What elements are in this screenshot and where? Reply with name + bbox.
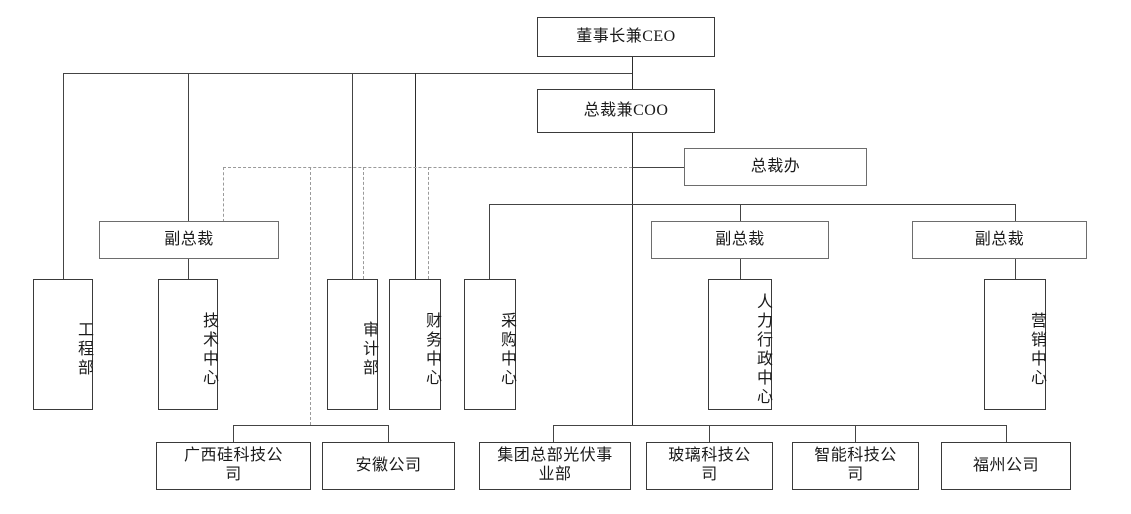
node-coo[interactable]: 总裁兼COO <box>537 89 715 133</box>
connector-bus-to-guangxi <box>233 425 234 442</box>
node-vp-sales-label: 副总裁 <box>974 230 1025 248</box>
node-pv-division[interactable]: 集团总部光伏事 业部 <box>479 442 631 490</box>
node-procurement-center[interactable]: 采购中心 <box>464 279 516 410</box>
connector-ceo-bus <box>63 73 633 74</box>
node-ceo-label: 董事长兼CEO <box>576 27 676 45</box>
node-tech-center[interactable]: 技术中心 <box>158 279 218 410</box>
node-vp-tech-label: 副总裁 <box>164 230 214 248</box>
node-fuzhou-company[interactable]: 福州公司 <box>941 442 1071 490</box>
node-smart-tech[interactable]: 智能科技公 司 <box>792 442 919 490</box>
node-vp-sales[interactable]: 副总裁 <box>912 221 1087 259</box>
node-vp-tech[interactable]: 副总裁 <box>99 221 279 259</box>
node-glass-tech-label: 玻璃科技公 司 <box>668 447 751 483</box>
dashed-connector-to-finance <box>428 167 429 279</box>
connector-bus-to-anhui <box>388 425 389 442</box>
node-hr-admin-center-label: 人力行政中心 <box>754 292 771 407</box>
node-pv-division-label: 集团总部光伏事 业部 <box>497 447 613 483</box>
connector-subsidiary-bus-right <box>553 425 1006 426</box>
connector-coo-to-president-office <box>632 167 684 168</box>
connector-bus-to-vp-hr <box>740 204 741 221</box>
connector-ceo-to-coo <box>632 73 633 89</box>
node-ceo[interactable]: 董事长兼CEO <box>537 17 715 57</box>
node-coo-label: 总裁兼COO <box>583 101 669 119</box>
node-procurement-center-label: 采购中心 <box>498 311 515 388</box>
connector-vp-tech-to-tech-center <box>188 258 189 279</box>
node-finance-center-label: 财务中心 <box>423 311 440 388</box>
node-hr-admin-center[interactable]: 人力行政中心 <box>708 279 772 410</box>
node-guangxi-silicon[interactable]: 广西硅科技公 司 <box>156 442 311 490</box>
node-engineering-dept-label: 工程部 <box>75 321 92 378</box>
node-anhui-company-label: 安徽公司 <box>355 456 422 474</box>
dashed-connector-to-vp-tech <box>223 167 224 222</box>
node-marketing-center-label: 营销中心 <box>1028 311 1045 388</box>
node-audit-dept-label: 审计部 <box>360 321 377 378</box>
node-glass-tech[interactable]: 玻璃科技公 司 <box>646 442 773 490</box>
dashed-connector-to-audit <box>363 167 364 279</box>
node-guangxi-silicon-label: 广西硅科技公 司 <box>183 447 283 483</box>
node-president-office-label: 总裁办 <box>750 157 801 175</box>
connector-coo-vp-bus <box>489 204 1016 205</box>
node-engineering-dept[interactable]: 工程部 <box>33 279 93 410</box>
connector-bus-to-pv-division <box>553 425 554 442</box>
connector-vp-sales-to-marketing <box>1015 258 1016 279</box>
connector-bus-to-vp-sales <box>1015 204 1016 221</box>
dashed-connector-bus <box>223 167 632 168</box>
node-vp-hr[interactable]: 副总裁 <box>651 221 829 259</box>
node-tech-center-label: 技术中心 <box>200 311 217 388</box>
connector-subsidiary-bus-left <box>233 425 389 426</box>
node-president-office[interactable]: 总裁办 <box>684 148 867 186</box>
dashed-connector-to-subsidiary-bus <box>310 167 311 425</box>
node-finance-center[interactable]: 财务中心 <box>389 279 441 410</box>
node-fuzhou-company-label: 福州公司 <box>972 456 1039 474</box>
node-anhui-company[interactable]: 安徽公司 <box>322 442 455 490</box>
connector-ceo-to-vp-tech <box>188 73 189 221</box>
connector-ceo-to-audit <box>352 73 353 279</box>
connector-bus-to-glass-tech <box>709 425 710 442</box>
connector-coo-spine <box>632 132 633 426</box>
connector-vp-hr-to-hr-center <box>740 258 741 279</box>
connector-ceo-to-engineering <box>63 73 64 279</box>
connector-ceo-to-finance <box>415 73 416 279</box>
connector-bus-to-fuzhou <box>1006 425 1007 442</box>
connector-bus-to-procurement <box>489 204 490 279</box>
connector-ceo-stem <box>632 56 633 74</box>
node-vp-hr-label: 副总裁 <box>715 230 765 248</box>
node-audit-dept[interactable]: 审计部 <box>327 279 378 410</box>
node-marketing-center[interactable]: 营销中心 <box>984 279 1046 410</box>
node-smart-tech-label: 智能科技公 司 <box>814 447 897 483</box>
connector-bus-to-smart-tech <box>855 425 856 442</box>
